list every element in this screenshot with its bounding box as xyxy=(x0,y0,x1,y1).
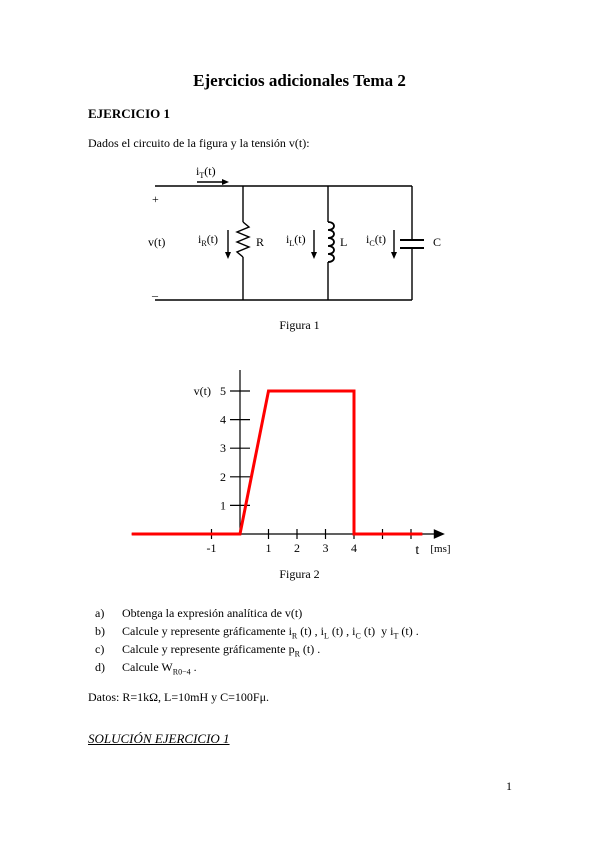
x-tick-label: 1 xyxy=(266,541,272,555)
exercise-heading: EJERCICIO 1 xyxy=(88,106,170,121)
circuit-diagram: iT(t) + – v(t) iR(t) R iL(t) L iC(t) C xyxy=(148,164,441,302)
y-tick-label: 4 xyxy=(220,413,226,427)
question-list: a)Obtenga la expresión analítica de v(t)… xyxy=(95,604,419,676)
inductor-label: L xyxy=(340,235,347,249)
y-tick-label: 3 xyxy=(220,441,226,455)
question-b: b)Calcule y represente gráficamente iR (… xyxy=(95,624,419,641)
x-tick-label: 3 xyxy=(323,541,329,555)
x-axis-arrow xyxy=(433,529,445,539)
data-line: Datos: R=1kΩ, L=10mH y C=100Fμ. xyxy=(88,690,269,704)
svg-text:iR(t): iR(t) xyxy=(198,232,218,248)
resistor-symbol xyxy=(235,221,251,258)
page-number: 1 xyxy=(506,779,512,793)
y-tick-label: 1 xyxy=(220,498,226,512)
svg-text:iC(t): iC(t) xyxy=(366,232,386,248)
intro-text: Dados el circuito de la figura y la tens… xyxy=(88,136,310,150)
voltage-series-line xyxy=(131,389,423,536)
solution-heading: SOLUCIÓN EJERCICIO 1 xyxy=(88,731,230,746)
question-d: d)Calcule WR0−4 . xyxy=(95,660,197,677)
voltage-chart: -1 1 2 3 4 1 2 3 4 5 v(t) t [ms] xyxy=(131,370,451,558)
inductor-symbol xyxy=(327,221,335,263)
question-a: a)Obtenga la expresión analítica de v(t) xyxy=(95,606,303,620)
plus-sign: + xyxy=(152,192,159,206)
voltage-label: v(t) xyxy=(148,235,165,249)
figure2-caption: Figura 2 xyxy=(279,567,320,581)
y-tick-label: 2 xyxy=(220,470,226,484)
minus-sign: – xyxy=(151,288,159,302)
x-axis-unit: [ms] xyxy=(430,543,450,555)
figure1-caption: Figura 1 xyxy=(279,318,320,332)
svg-text:iL(t): iL(t) xyxy=(286,232,306,248)
resistor-label: R xyxy=(256,235,264,249)
x-tick-label: 4 xyxy=(351,541,357,555)
question-c: c)Calcule y represente gráficamente pR (… xyxy=(95,642,321,659)
y-tick-label: 5 xyxy=(220,384,226,398)
svg-text:iT(t): iT(t) xyxy=(196,164,216,180)
x-tick-label: 2 xyxy=(294,541,300,555)
x-axis-label: t xyxy=(415,543,419,558)
page-title: Ejercicios adicionales Tema 2 xyxy=(193,71,406,90)
capacitor-label: C xyxy=(433,235,441,249)
x-tick-label: -1 xyxy=(207,541,217,555)
y-axis-label: v(t) xyxy=(194,384,211,398)
